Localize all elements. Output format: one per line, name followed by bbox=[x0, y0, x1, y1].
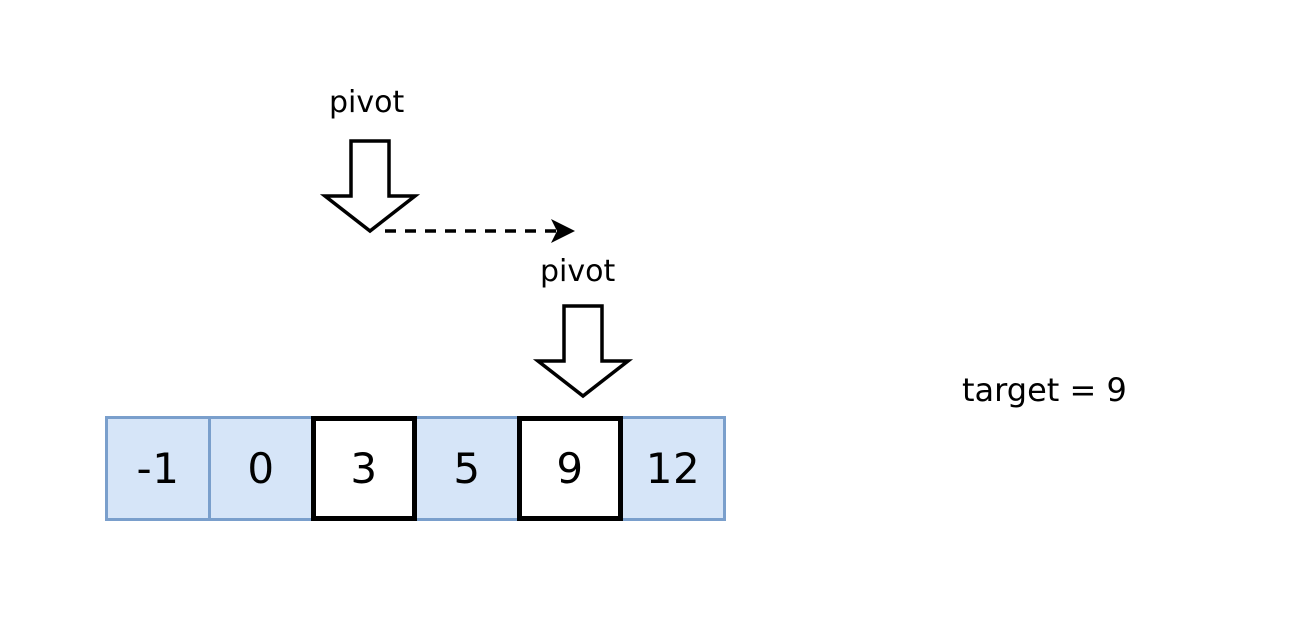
pivot-arrow-down-icon-1 bbox=[319, 139, 421, 234]
target-note: target = 9 bbox=[962, 371, 1127, 409]
pivot-transition-arrowhead-icon bbox=[551, 219, 575, 243]
array-cell-value: 12 bbox=[645, 443, 701, 493]
array-cell[interactable]: 9 bbox=[517, 416, 623, 521]
array-cell[interactable]: 12 bbox=[620, 416, 726, 521]
array-strip: -1 0 3 5 9 12 bbox=[105, 416, 726, 521]
array-cell[interactable]: 0 bbox=[208, 416, 314, 521]
pivot-label-left: pivot bbox=[329, 85, 405, 120]
array-cell-value: 9 bbox=[556, 443, 584, 493]
array-cell-value: 5 bbox=[453, 443, 481, 493]
array-cell[interactable]: -1 bbox=[105, 416, 211, 521]
pivot-label-right: pivot bbox=[540, 254, 616, 289]
array-cell-value: 3 bbox=[350, 443, 378, 493]
pivot-arrow-down-icon-2 bbox=[532, 304, 634, 399]
array-cell[interactable]: 5 bbox=[414, 416, 520, 521]
array-cell[interactable]: 3 bbox=[311, 416, 417, 521]
array-cell-value: -1 bbox=[136, 443, 180, 493]
array-cell-value: 0 bbox=[247, 443, 275, 493]
